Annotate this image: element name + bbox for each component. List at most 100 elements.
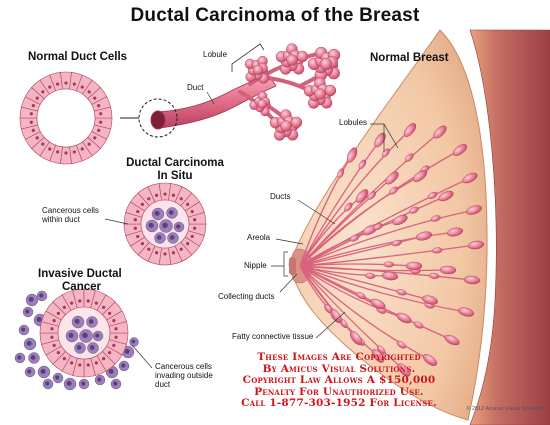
cell-nucleus [56,351,60,355]
cell-nucleus [163,192,167,196]
cell-nucleus [41,142,45,146]
cell-nucleus [114,335,118,339]
breast-lobule-small [373,223,383,231]
cancer-nucleus [176,224,181,229]
breast-lobule-small [389,186,399,195]
cell-nucleus [72,150,76,154]
cancer-nucleus [66,380,72,386]
cancer-nucleus [45,381,50,386]
cell-nucleus [94,361,98,365]
lobule-acinus [252,64,264,76]
breast-lobule [439,265,457,275]
duct-and-lobule-illustration [120,43,341,141]
invasive-duct-ring [14,288,139,391]
cell-nucleus [147,197,151,201]
breast-lobule [433,125,447,139]
label-lobule: Lobule [203,50,228,59]
cell-nucleus [190,209,194,214]
breast-lobule-small [358,159,367,169]
breast-lobule [385,171,399,185]
breast-lobule [467,240,485,250]
cell-nucleus [97,104,101,108]
breast-lobule [446,227,464,237]
cell-nucleus [48,85,52,89]
breast-lobule [444,334,460,346]
cell-nucleus [163,252,167,256]
breast-duct [299,265,357,339]
breast-lobule [462,172,478,184]
breast-lobule [355,189,369,203]
label-collecting-ducts: Collecting ducts [218,292,275,301]
label-cancerous-invading-line1: Cancerous cells [155,362,212,371]
cell-nucleus [52,319,56,323]
label-dcis-line1: Ductal Carcinoma [126,157,224,169]
cancer-nucleus [30,355,36,360]
breast-lobule [421,295,439,305]
cell-nucleus [86,363,90,367]
cell-nucleus [193,226,197,230]
duct-lobules [244,43,341,141]
breast-lobule-small [429,272,440,279]
breast-duct [299,265,405,371]
breast-lobule [370,298,386,310]
breast-lobule-small [367,191,377,200]
lobule-acinus [257,99,267,109]
cell-nucleus [48,147,52,151]
normal-duct-cells-ring [19,71,113,165]
breast-lobule-small [396,340,406,349]
breast-lobule-small [356,292,366,300]
cell-nucleus [108,351,112,355]
cancer-nucleus [121,363,126,368]
chest-muscle [469,29,550,425]
breast-lobule [349,331,363,345]
cell-nucleus [35,96,39,100]
lobule-bracket [231,43,265,72]
label-fatty-tissue: Fatty connective tissue [232,332,314,341]
breast-lobule [438,190,454,202]
cell-nucleus [94,301,98,305]
cell-nucleus [29,120,33,124]
breast-lobule [397,363,411,377]
cancer-nucleus [113,381,118,386]
cell-nucleus [97,128,101,132]
cell-nucleus [35,136,39,140]
leader-areola [275,238,304,245]
cancer-nucleus [21,327,26,332]
breast-lobule-small [383,261,395,268]
breast-duct [299,265,431,361]
breast-lobule-small [381,148,390,158]
cell-nucleus [102,305,106,309]
cell-nucleus [86,299,90,303]
cell-nucleus [99,112,103,116]
copyright-line-2: By Amicus Visual Solutions. [262,362,416,375]
cell-nucleus [70,361,74,365]
cancer-nucleus [26,340,32,346]
cell-nucleus [50,335,54,339]
cancer-nucleus [74,318,80,324]
breast-lobule [415,231,433,241]
cancer-nucleus [27,369,32,374]
breast-duct [299,265,405,319]
breast-duct [299,209,475,267]
label-lobules: Lobules [339,118,368,127]
cancer-nucleus [97,377,102,382]
cancer-nucleus [40,368,46,374]
label-dcis-line2: In Situ [157,170,193,182]
label-cancerous-within-line2: within duct [42,215,80,224]
magnify-circle [138,98,178,138]
leader-ducts [297,199,336,225]
cell-nucleus [154,193,159,197]
cell-nucleus [93,136,97,140]
cell-nucleus [140,242,144,246]
cancer-nucleus [162,222,168,229]
cell-nucleus [29,112,33,116]
breast-lobule [396,312,412,324]
cancer-nucleus [95,333,100,338]
cell-nucleus [62,305,66,309]
cancer-nucleus [81,381,86,386]
breast-duct [299,195,363,267]
cell-nucleus [133,218,137,222]
cancer-nucleus [76,345,82,350]
cell-nucleus [87,142,91,146]
